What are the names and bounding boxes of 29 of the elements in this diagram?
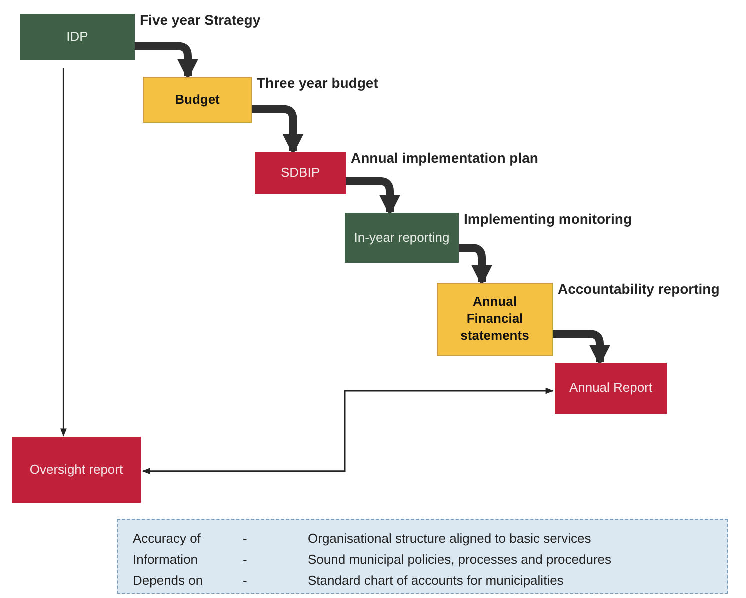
box-label: SDBIP (280, 164, 321, 182)
process-box (20, 14, 135, 60)
dash-separator: - (243, 530, 248, 548)
arrow (142, 388, 554, 475)
box-label: IDP (66, 28, 90, 46)
box-label: Annual Financial statements (460, 294, 530, 345)
process-box (555, 363, 667, 414)
dash-separator: - (243, 551, 248, 569)
box-label: Oversight report (28, 462, 124, 478)
note-item: Organisational structure aligned to basic services (308, 530, 592, 548)
stage-caption: Annual implementation plan (351, 150, 538, 166)
stage-caption: Implementing monitoring (464, 211, 632, 227)
box-label: In-year reporting (353, 230, 451, 246)
box-label: Budget (174, 92, 221, 108)
note-item: Standard chart of accounts for municipalities (308, 572, 565, 590)
arrow (60, 68, 67, 437)
note-panel (117, 519, 728, 594)
process-box (437, 283, 553, 356)
process-box (143, 77, 252, 123)
stage-caption: Accountability reporting (558, 281, 720, 297)
process-box (255, 152, 346, 194)
process-box (345, 213, 459, 263)
dash-separator: - (243, 572, 248, 590)
process-box (12, 437, 141, 503)
box-label: Annual Report (568, 380, 654, 397)
note-item: Sound municipal policies, processes and procedures (308, 551, 613, 569)
stage-caption: Five year Strategy (140, 12, 261, 28)
stage-caption: Three year budget (257, 75, 378, 91)
note-heading: Accuracy of Information Depends on (133, 530, 204, 590)
